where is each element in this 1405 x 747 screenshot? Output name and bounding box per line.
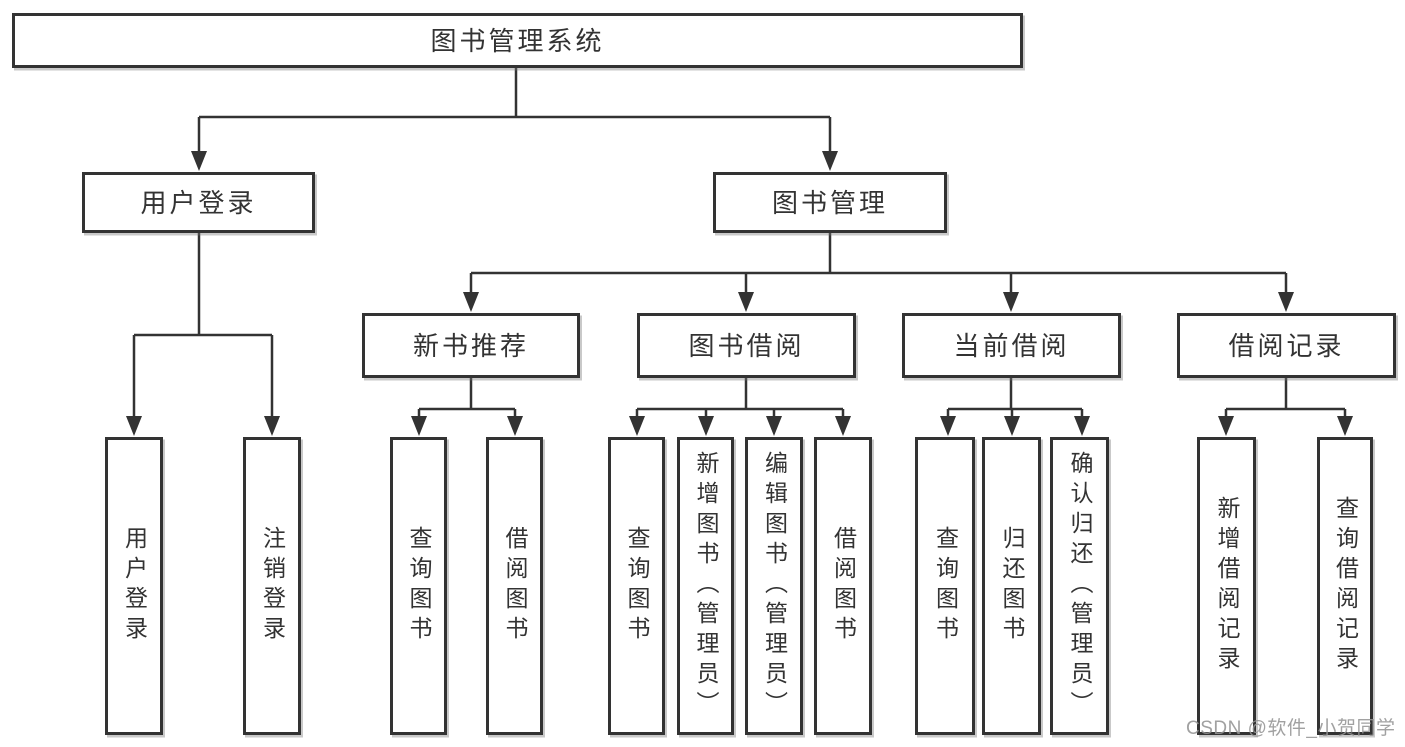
arrow-down-icon [738, 292, 754, 312]
node-borrow-records: 借阅记录 [1177, 313, 1396, 378]
node-book-management: 图书管理 [713, 172, 947, 233]
node-leaf-user-login: 用户登录 [105, 437, 163, 735]
node-book-borrow: 图书借阅 [637, 313, 856, 378]
arrow-down-icon [191, 151, 207, 171]
arrow-down-icon [411, 416, 427, 436]
node-leaf-query-books: 查询图书 [608, 437, 665, 735]
node-current-borrow: 当前借阅 [902, 313, 1121, 378]
arrow-down-icon [698, 416, 714, 436]
arrow-down-icon [1278, 292, 1294, 312]
arrow-down-icon [822, 151, 838, 171]
node-leaf-confirm-return-admin: 确认归还（管理员） [1050, 437, 1109, 735]
node-leaf-borrow-books: 借阅图书 [486, 437, 543, 735]
arrow-down-icon [264, 416, 280, 436]
node-leaf-borrow-books: 借阅图书 [814, 437, 872, 735]
arrow-down-icon [1337, 416, 1353, 436]
node-leaf-add-borrow-record: 新增借阅记录 [1197, 437, 1256, 735]
node-leaf-query-books: 查询图书 [915, 437, 975, 735]
node-leaf-query-borrow-record: 查询借阅记录 [1317, 437, 1373, 735]
arrow-down-icon [1218, 416, 1234, 436]
node-leaf-logout: 注销登录 [243, 437, 301, 735]
arrow-down-icon [463, 292, 479, 312]
arrow-down-icon [835, 416, 851, 436]
arrow-down-icon [1074, 416, 1090, 436]
node-new-book-recommend: 新书推荐 [362, 313, 580, 378]
node-leaf-query-books: 查询图书 [390, 437, 447, 735]
csdn-watermark: CSDN @软件_小贺同学 [1186, 718, 1396, 739]
arrow-down-icon [766, 416, 782, 436]
arrow-down-icon [940, 416, 956, 436]
arrow-down-icon [629, 416, 645, 436]
node-leaf-add-books-admin: 新增图书（管理员） [677, 437, 734, 735]
arrow-down-icon [126, 416, 142, 436]
node-root-library-system: 图书管理系统 [12, 13, 1023, 68]
arrow-down-icon [507, 416, 523, 436]
arrow-down-icon [1004, 416, 1020, 436]
node-leaf-return-books: 归还图书 [982, 437, 1041, 735]
node-leaf-edit-books-admin: 编辑图书（管理员） [745, 437, 803, 735]
arrow-down-icon [1003, 292, 1019, 312]
node-user-login: 用户登录 [82, 172, 315, 233]
